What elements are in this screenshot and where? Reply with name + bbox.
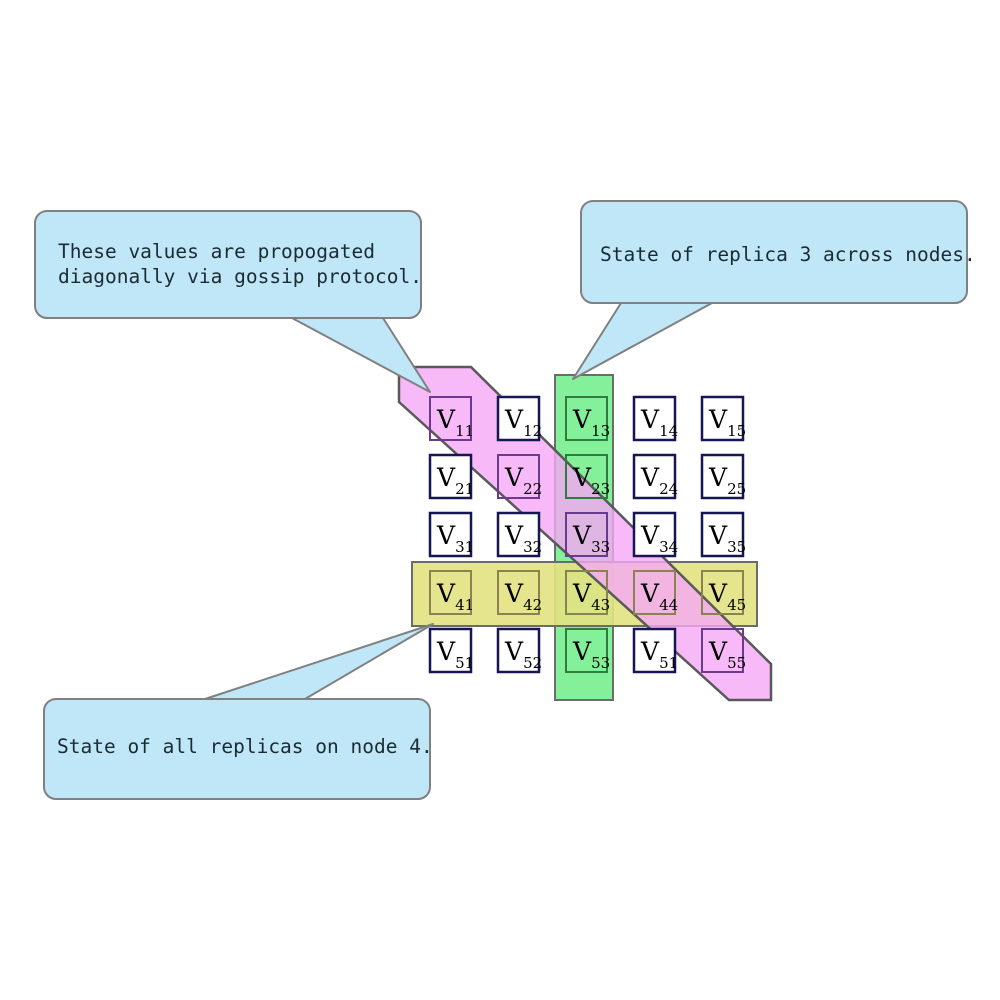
- cell-subscript: 31: [455, 538, 474, 556]
- cell-subscript: 55: [727, 654, 746, 672]
- cell-box[interactable]: [700, 395, 745, 442]
- grid-cell[interactable]: V21: [428, 453, 474, 500]
- cell-subscript: 15: [727, 422, 746, 440]
- cell-subscript: 13: [591, 422, 610, 440]
- cell-subscript: 24: [659, 480, 678, 498]
- cell-box[interactable]: [428, 627, 473, 674]
- cell-subscript: 53: [591, 654, 610, 672]
- grid-cell[interactable]: V35: [700, 511, 746, 558]
- grid-cell[interactable]: V31: [428, 511, 474, 558]
- cell-box[interactable]: [429, 396, 472, 441]
- callout-box[interactable]: [43, 698, 431, 800]
- callout-line: diagonally via gossip protocol.: [58, 265, 422, 288]
- cell-box[interactable]: [428, 453, 473, 500]
- grid-cell[interactable]: V25: [700, 453, 746, 500]
- node4-callout[interactable]: State of all replicas on node 4.: [43, 623, 434, 800]
- cell-subscript: 11: [455, 422, 474, 440]
- cell-box[interactable]: [700, 453, 745, 500]
- cell-box[interactable]: [632, 395, 677, 442]
- cell-subscript: 32: [523, 538, 542, 556]
- cell-box[interactable]: [428, 511, 473, 558]
- cell-subscript: 52: [523, 654, 542, 672]
- cell-subscript: 33: [591, 538, 610, 556]
- cell-subscript: 41: [455, 596, 474, 614]
- cell-box[interactable]: [497, 570, 540, 615]
- cell-subscript: 51: [659, 654, 678, 672]
- cell-box[interactable]: [429, 570, 472, 615]
- cell-subscript: 12: [523, 422, 542, 440]
- cell-box[interactable]: [633, 570, 676, 615]
- callout-tail: [204, 623, 434, 700]
- cell-subscript: 23: [591, 480, 610, 498]
- grid-cell[interactable]: V32: [496, 511, 542, 558]
- grid-cell[interactable]: V51: [632, 627, 678, 674]
- cell-box[interactable]: [565, 454, 608, 499]
- cell-subscript: 22: [523, 480, 542, 498]
- cell-box[interactable]: [700, 511, 745, 558]
- cell-box[interactable]: [496, 395, 541, 442]
- grid-cell[interactable]: V15: [700, 395, 746, 442]
- cell-box[interactable]: [701, 628, 744, 673]
- cell-subscript: 43: [591, 596, 610, 614]
- callout-line: These values are propogated: [58, 240, 375, 263]
- cell-subscript: 42: [523, 596, 542, 614]
- cell-subscript: 25: [727, 480, 746, 498]
- cell-box[interactable]: [632, 453, 677, 500]
- cell-box[interactable]: [565, 570, 608, 615]
- grid-cell[interactable]: V52: [496, 627, 542, 674]
- cell-subscript: 14: [659, 422, 678, 440]
- callout-tail: [291, 317, 431, 393]
- cell-box[interactable]: [632, 511, 677, 558]
- cell-subscript: 35: [727, 538, 746, 556]
- callout-line: State of all replicas on node 4.: [57, 735, 433, 758]
- callout-line: State of replica 3 across nodes.: [600, 243, 976, 266]
- grid-cell[interactable]: V12: [496, 395, 542, 442]
- cell-subscript: 51: [455, 654, 474, 672]
- cell-box[interactable]: [565, 512, 608, 557]
- cell-box[interactable]: [497, 454, 540, 499]
- cell-subscript: 34: [659, 538, 678, 556]
- grid-cell[interactable]: V34: [632, 511, 678, 558]
- cell-box[interactable]: [632, 627, 677, 674]
- grid-cell[interactable]: V14: [632, 395, 678, 442]
- callout-box[interactable]: [34, 210, 422, 319]
- cell-box[interactable]: [565, 396, 608, 441]
- cell-box[interactable]: [496, 627, 541, 674]
- callout-tail: [572, 302, 713, 380]
- cell-box[interactable]: [701, 570, 744, 615]
- cell-subscript: 44: [659, 596, 678, 614]
- replica3-callout[interactable]: State of replica 3 across nodes.: [572, 200, 976, 380]
- cell-subscript: 21: [455, 480, 474, 498]
- cell-box[interactable]: [496, 511, 541, 558]
- callout-box[interactable]: [580, 200, 968, 304]
- cell-box[interactable]: [565, 628, 608, 673]
- grid-cell[interactable]: V51: [428, 627, 474, 674]
- grid-cell[interactable]: V24: [632, 453, 678, 500]
- cell-subscript: 45: [727, 596, 746, 614]
